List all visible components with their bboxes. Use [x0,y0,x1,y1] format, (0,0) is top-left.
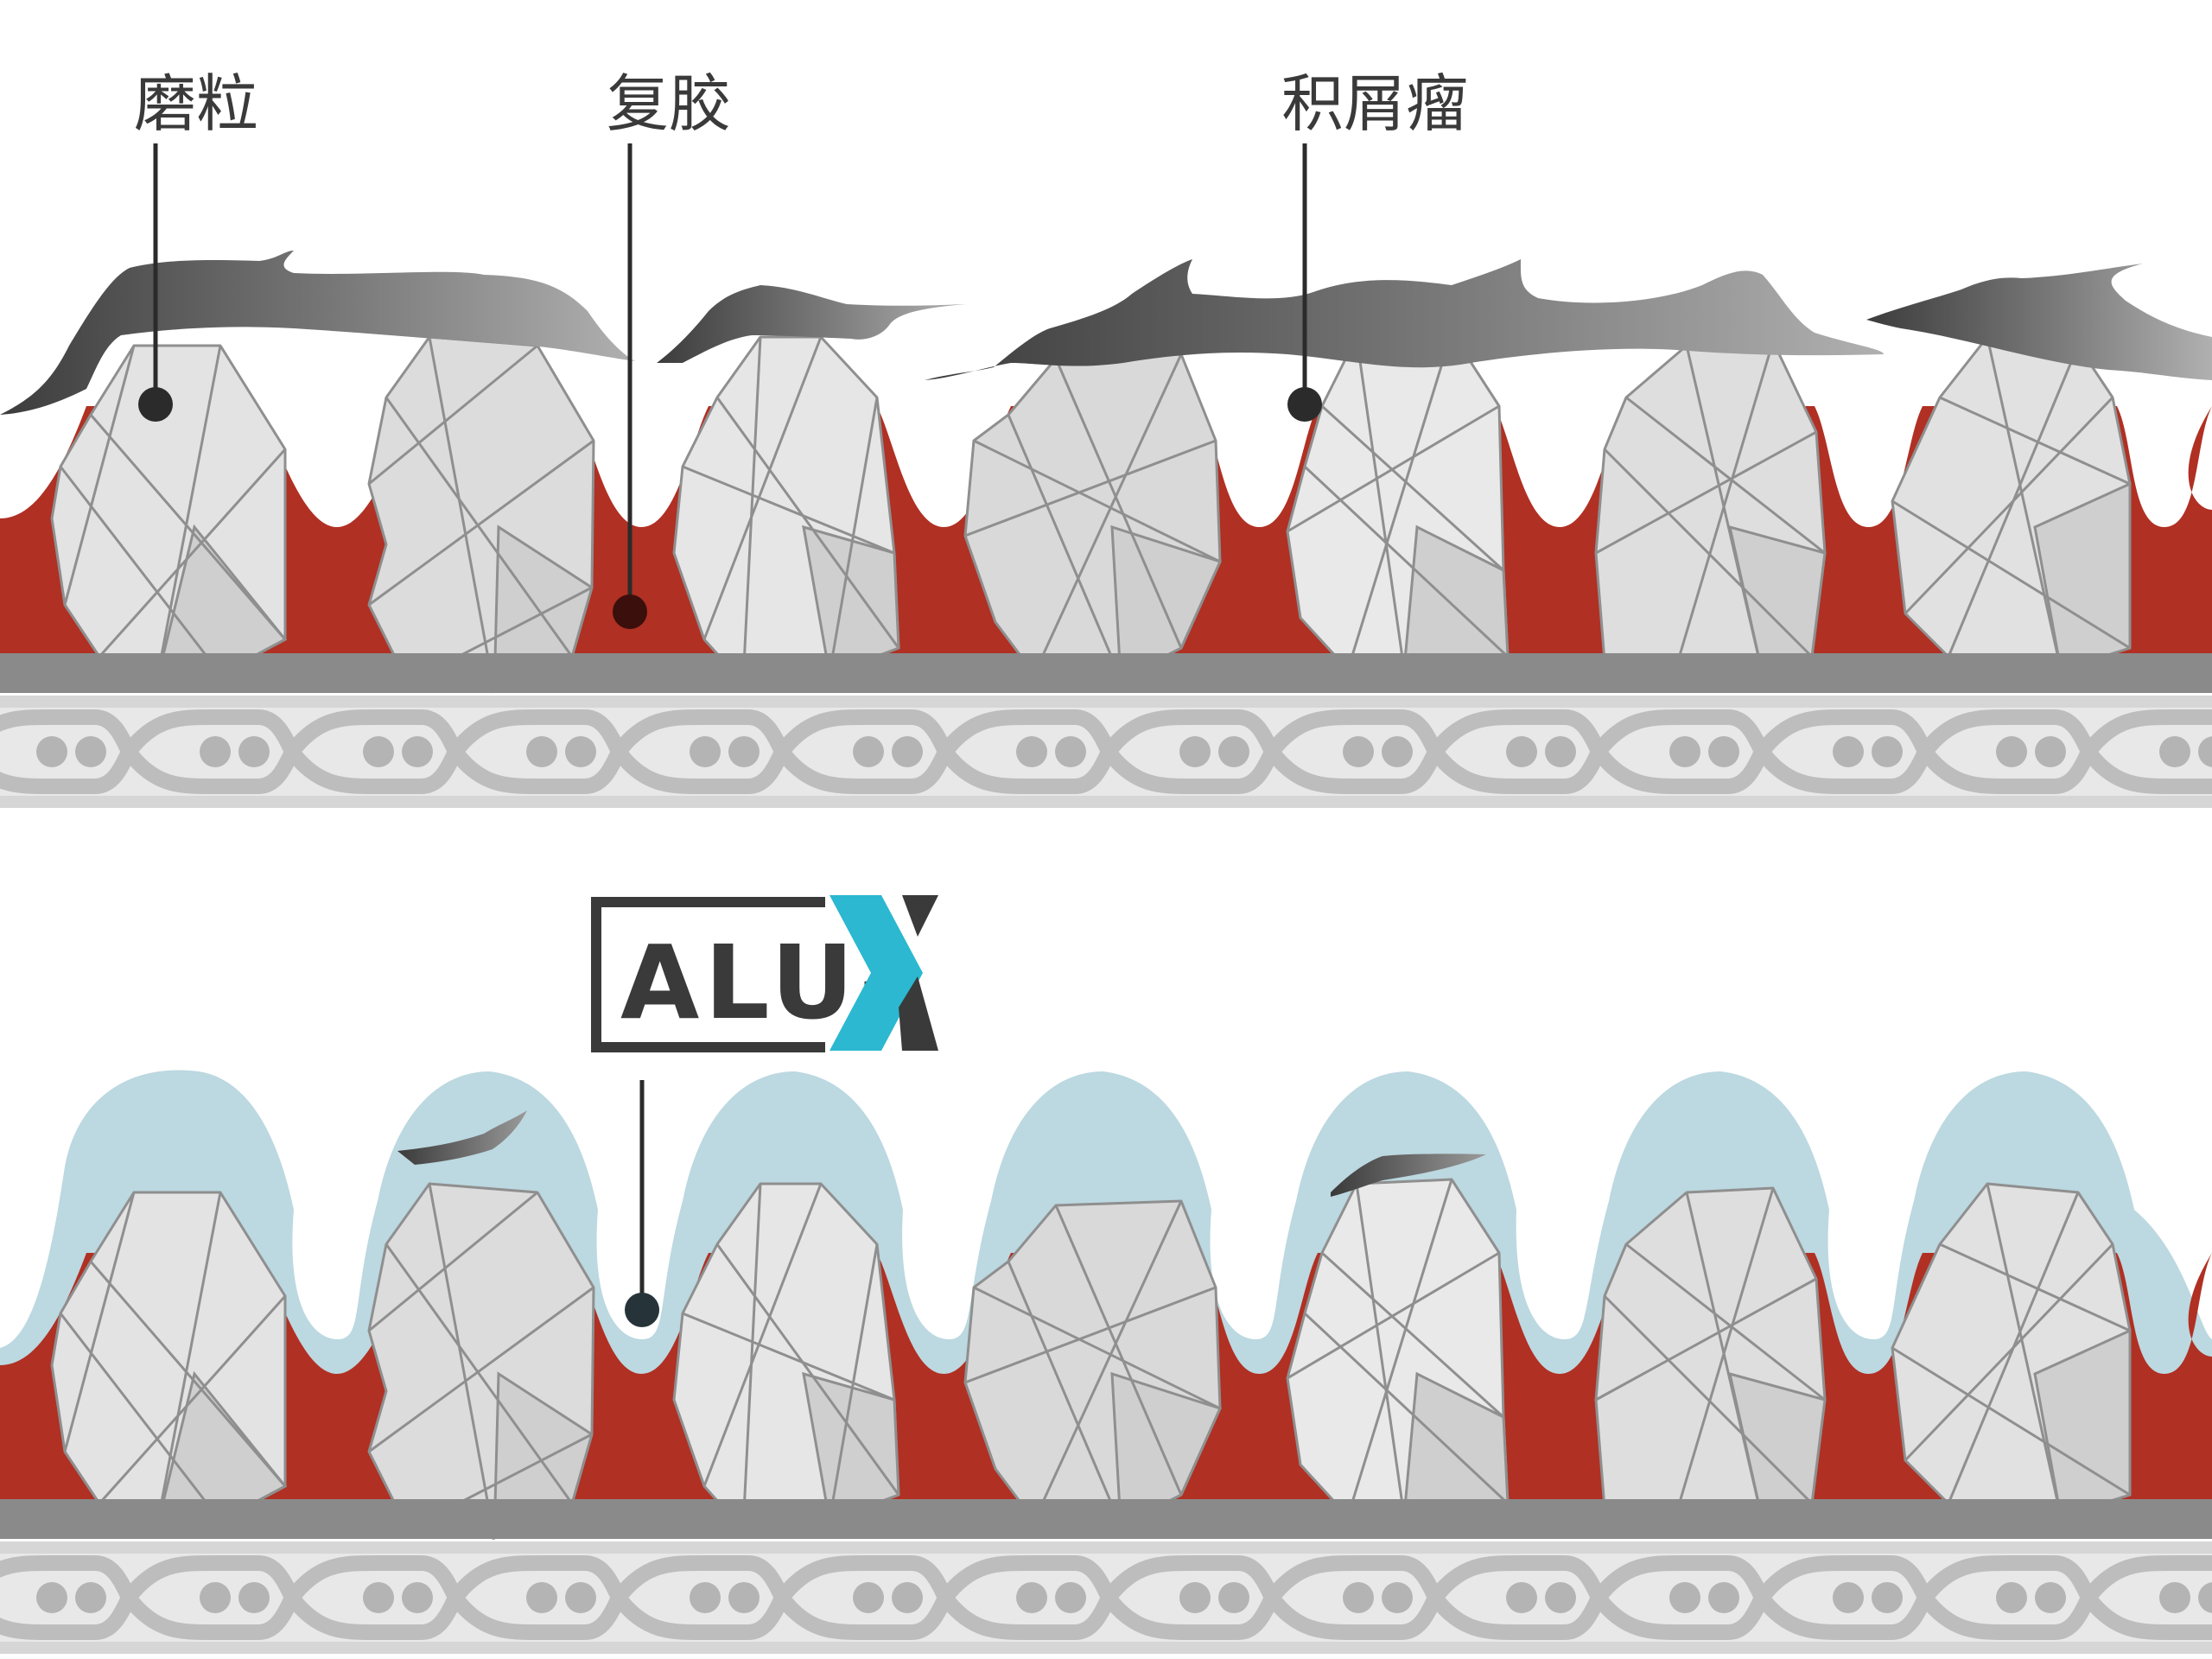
logo-x-lower [899,976,938,1051]
chip-buildup [1866,264,2212,380]
chips-bottom [397,1110,1486,1197]
abrasive-grain [672,1182,900,1531]
abrasive-grain [1286,331,1510,671]
label-grain: 磨粒 [134,67,259,140]
panel-bottom [0,1070,2212,1654]
abrasive-grain [1891,335,2132,689]
label-buildup: 积屑瘤 [1281,67,1469,140]
chip-buildup [925,259,1884,380]
chip-buildup [0,251,635,415]
abrasive-grain [1594,1186,1827,1532]
backing-mesh-top [0,696,2212,808]
chip-buildup [1331,1154,1486,1197]
label-bond: 复胶 [607,67,732,140]
abrasive-grain [672,335,900,684]
abrasive-grain [367,1182,595,1541]
grains-top [50,331,2132,694]
grains-bottom [50,1178,2132,1541]
backing-mesh-bottom [0,1541,2212,1654]
marker-bond [613,594,647,629]
backing-band-bottom [0,1499,2212,1539]
abrasive-grain [963,353,1223,681]
backing-band-top [0,653,2212,693]
abrasive-grain [1891,1182,2132,1535]
marker-buildup [1287,387,1322,422]
chip-buildup [397,1110,527,1165]
abrasive-grain [50,1191,288,1535]
marker-coating [625,1293,659,1327]
panel-top [0,251,2212,808]
chips-top [0,251,2212,415]
abrasive-grain [1594,340,1827,685]
marker-grain [138,387,173,422]
logo-frame [591,897,825,1052]
chip-buildup [657,285,966,363]
abrasive-grain [367,335,595,694]
alu-x-logo: ALU- [591,895,938,1052]
logo-x-upper [902,895,938,937]
leader-lines [138,143,1322,1327]
abrasive-grain [50,344,288,689]
abrasive-grain [1286,1178,1510,1518]
